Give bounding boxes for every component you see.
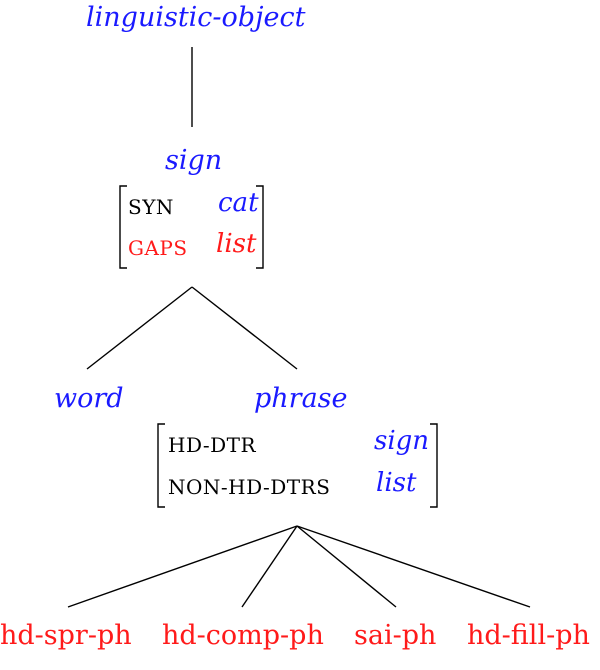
phrase-avm-left-bracket: [157, 423, 165, 508]
sign-avm-left-bracket: [119, 185, 127, 269]
edge-phrase-hd-spr-ph: [67, 525, 298, 608]
edge-phrase-hd-fill-ph: [296, 525, 531, 608]
phrase-value-hd-dtr: sign: [374, 426, 430, 456]
leaf-sai-ph: sai-ph: [354, 620, 437, 651]
leaf-hd-comp-ph: hd-comp-ph: [162, 620, 324, 651]
phrase-value-non-hd-dtrs: list: [376, 468, 417, 498]
sign-feature-syn: SYN: [128, 195, 174, 219]
word-type-label: word: [54, 383, 124, 414]
edge-phrase-sai-ph: [296, 525, 397, 608]
phrase-avm-right-bracket: [430, 423, 438, 508]
sign-value-syn: cat: [218, 188, 259, 218]
phrase-feature-hd-dtr: HD-DTR: [168, 433, 257, 457]
sign-avm-right-bracket: [256, 185, 264, 269]
edge-phrase-hd-comp-ph: [241, 525, 298, 608]
phrase-feature-non-hd-dtrs: NON-HD-DTRS: [168, 475, 331, 499]
leaf-hd-fill-ph: hd-fill-ph: [467, 620, 590, 651]
leaf-hd-spr-ph: hd-spr-ph: [0, 620, 132, 651]
root-type-label: linguistic-object: [86, 2, 306, 33]
edge-sign-phrase: [191, 286, 298, 370]
sign-feature-gaps: GAPS: [128, 236, 188, 260]
sign-value-gaps: list: [216, 229, 257, 259]
edge-sign-word: [86, 286, 193, 370]
sign-type-label: sign: [165, 145, 223, 176]
phrase-type-label: phrase: [254, 383, 348, 414]
